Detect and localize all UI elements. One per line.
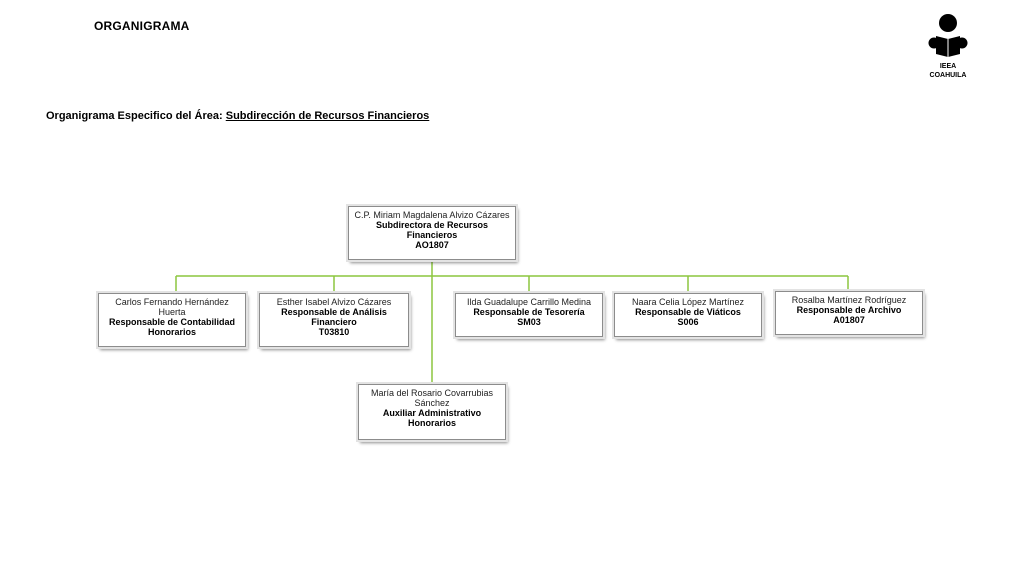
person-name: Ilda Guadalupe Carrillo Medina bbox=[466, 297, 592, 307]
position-title: Responsable de Archivo bbox=[796, 305, 902, 315]
reader-icon bbox=[928, 14, 968, 57]
org-box-analisis: Esther Isabel Alvizo Cázares Responsable… bbox=[259, 293, 409, 347]
position-code: S006 bbox=[677, 317, 699, 327]
position-title: Responsable de Viáticos bbox=[635, 307, 741, 317]
org-box-head: C.P. Miriam Magdalena Alvizo Cázares Sub… bbox=[348, 206, 516, 260]
subtitle-area: Subdirección de Recursos Financieros bbox=[225, 110, 430, 122]
position-code: Honorarios bbox=[407, 418, 456, 428]
org-box-tesoreria: Ilda Guadalupe Carrillo Medina Responsab… bbox=[455, 293, 603, 337]
position-code: Honorarios bbox=[147, 327, 196, 337]
person-name: Rosalba Martínez Rodríguez bbox=[791, 295, 907, 305]
chart-subtitle: Organigrama Especifico del Área: Subdire… bbox=[46, 110, 429, 122]
person-name: Esther Isabel Alvizo Cázares bbox=[276, 297, 392, 307]
position-code: SM03 bbox=[517, 317, 541, 327]
org-box-auxiliar: María del Rosario Covarrubias Sánchez Au… bbox=[358, 384, 506, 440]
position-title: Subdirectora de Recursos Financieros bbox=[375, 220, 489, 240]
org-box-viaticos: Naara Celia López Martínez Responsable d… bbox=[614, 293, 762, 337]
org-box-contabilidad: Carlos Fernando Hernández Huerta Respons… bbox=[98, 293, 246, 347]
position-code: T03810 bbox=[318, 327, 350, 337]
person-name: María del Rosario Covarrubias Sánchez bbox=[370, 388, 494, 408]
position-title: Responsable de Tesorería bbox=[473, 307, 585, 317]
org-box-archivo: Rosalba Martínez Rodríguez Responsable d… bbox=[775, 291, 923, 335]
logo-line-1: IEEA bbox=[939, 63, 957, 70]
position-title: Auxiliar Administrativo bbox=[382, 408, 482, 418]
person-name: C.P. Miriam Magdalena Alvizo Cázares bbox=[354, 210, 510, 220]
position-code: AO1807 bbox=[415, 240, 449, 250]
logo-line-2: COAHUILA bbox=[929, 72, 967, 79]
position-title: Responsable de Contabilidad bbox=[108, 317, 236, 327]
person-name: Naara Celia López Martínez bbox=[631, 297, 745, 307]
person-name: Carlos Fernando Hernández Huerta bbox=[115, 297, 229, 317]
subtitle-prefix: Organigrama Especifico del Área: bbox=[46, 110, 223, 122]
ieea-logo: IEEA COAHUILA bbox=[922, 12, 974, 82]
position-code: A01807 bbox=[833, 315, 865, 325]
position-title: Responsable de Análisis Financiero bbox=[281, 307, 387, 327]
page-title: ORGANIGRAMA bbox=[94, 19, 190, 33]
